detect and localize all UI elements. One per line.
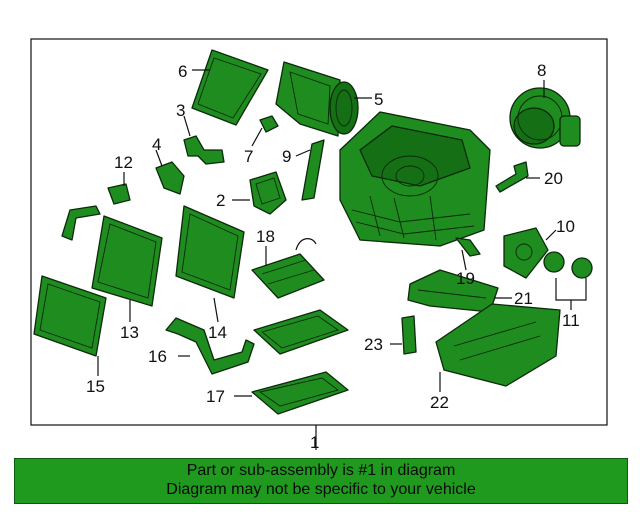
part-22-bottom-housing[interactable] [435, 303, 561, 387]
part-13-evaporator[interactable] [61, 205, 163, 307]
callout-15: 15 [86, 377, 105, 396]
part-2-resistor[interactable] [249, 171, 287, 215]
callout-8: 8 [537, 61, 546, 80]
part-11-motors[interactable] [543, 251, 593, 279]
callout-18: 18 [256, 227, 275, 246]
callout-2: 2 [216, 191, 225, 210]
part-7-clip[interactable] [259, 115, 279, 133]
leader-lines [97, 69, 587, 450]
callout-7: 7 [244, 147, 253, 166]
callout-9: 9 [282, 147, 291, 166]
callout-13: 13 [120, 323, 139, 342]
info-banner: Part or sub-assembly is #1 in diagram Di… [14, 458, 628, 504]
part-18-ptc-heater[interactable] [251, 238, 325, 299]
part-9-seal-strip[interactable] [301, 139, 325, 201]
part-16-tube[interactable] [165, 317, 255, 375]
callout-23: 23 [364, 335, 383, 354]
callout-3: 3 [176, 101, 185, 120]
callout-17: 17 [206, 387, 225, 406]
callout-10: 10 [556, 217, 575, 236]
callout-21: 21 [514, 289, 533, 308]
callout-19: 19 [456, 269, 475, 288]
callout-11: 11 [562, 311, 580, 330]
part-10-actuator[interactable] [503, 227, 549, 279]
part-23-drain[interactable] [401, 315, 417, 355]
callout-1: 1 [310, 433, 319, 452]
callout-16: 16 [148, 347, 167, 366]
part-4-actuator[interactable] [155, 161, 185, 195]
part-20-sensor[interactable] [495, 161, 529, 193]
callout-4: 4 [152, 135, 161, 154]
callout-20: 20 [544, 169, 563, 188]
callout-14: 14 [208, 323, 227, 342]
callout-22: 22 [430, 393, 449, 412]
banner-line-1: Part or sub-assembly is #1 in diagram [186, 462, 456, 479]
part-19-temp-sensor[interactable] [455, 237, 481, 257]
part-12-connector[interactable] [107, 183, 131, 205]
banner-line-2: Diagram may not be specific to your vehi… [166, 481, 476, 498]
part-3-bracket[interactable] [183, 135, 225, 165]
part-15-filter[interactable] [33, 275, 107, 357]
callout-6: 6 [178, 62, 187, 81]
callout-12: 12 [114, 153, 133, 172]
callout-5: 5 [374, 90, 383, 109]
part-5-housing-cover[interactable] [275, 61, 359, 137]
part-6-filter-panel[interactable] [191, 49, 269, 126]
part-17-core[interactable] [251, 309, 349, 415]
part-8-blower-motor[interactable] [509, 87, 581, 149]
hvac-main-case[interactable] [339, 111, 491, 247]
part-14-core[interactable] [175, 205, 245, 299]
